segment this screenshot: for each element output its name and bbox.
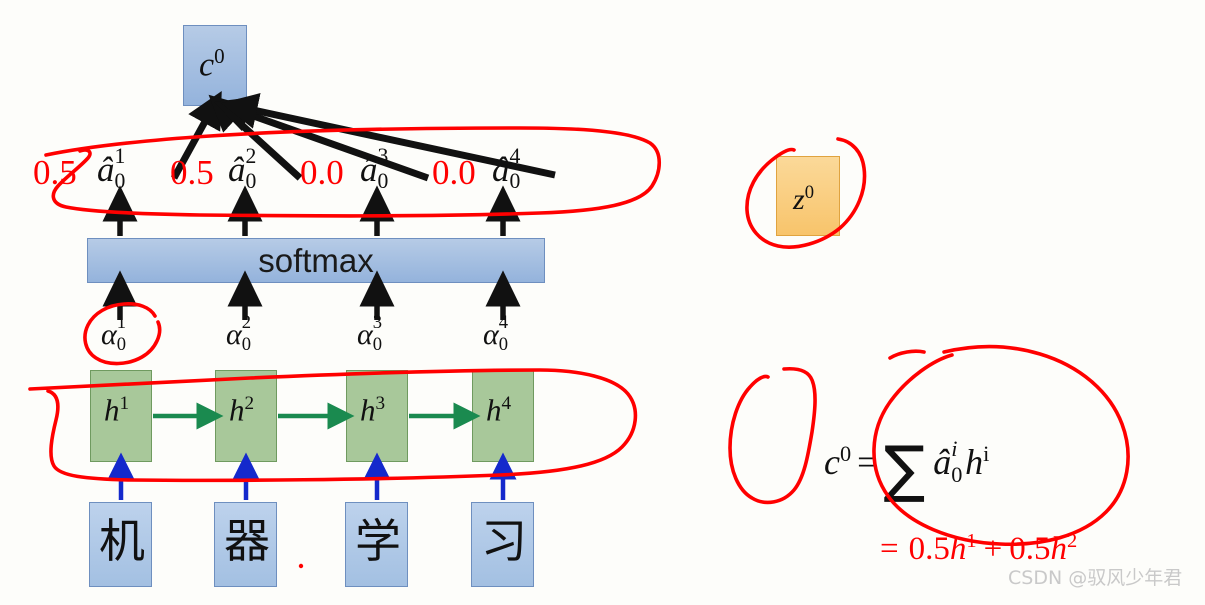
result-coef-1: 0.5 bbox=[908, 531, 950, 567]
result-h-2: h bbox=[1050, 531, 1067, 567]
equation-equals: = bbox=[857, 442, 878, 482]
equation-lhs-symbol: c bbox=[824, 442, 840, 482]
input-char-3: 学 bbox=[355, 514, 401, 568]
hidden-state-2-base: h bbox=[229, 392, 245, 428]
equation-term-symbol: â bbox=[933, 442, 952, 482]
hidden-state-4-base: h bbox=[486, 392, 502, 428]
decoder-state-sup: 0 bbox=[804, 182, 814, 203]
hidden-state-label-4: h4 bbox=[486, 394, 511, 425]
hidden-state-label-3: h3 bbox=[360, 394, 385, 425]
hidden-state-1-sup: 1 bbox=[119, 393, 130, 414]
decoder-state-symbol: z bbox=[793, 183, 805, 216]
hidden-state-3-base: h bbox=[360, 392, 376, 428]
equation-term-h: h bbox=[965, 442, 984, 482]
attn-value-2: 0.5 bbox=[170, 153, 214, 192]
csdn-watermark: CSDN @驭风少年君 bbox=[1008, 567, 1183, 589]
attn-value-4: 0.0 bbox=[432, 153, 476, 192]
hidden-state-2-sup: 2 bbox=[244, 393, 255, 414]
attn-symbol-3-base: â bbox=[360, 150, 378, 189]
attn-value-3: 0.0 bbox=[300, 153, 344, 192]
result-equals: = bbox=[880, 531, 899, 567]
summation-sigma: ∑ bbox=[883, 432, 926, 505]
attn-value-1: 0.5 bbox=[33, 153, 77, 192]
attn-symbol-1-base: â bbox=[97, 150, 115, 189]
hidden-state-label-1: h1 bbox=[104, 394, 129, 425]
context-vector-symbol: c bbox=[199, 46, 215, 84]
result-h-2-sup: 2 bbox=[1066, 530, 1078, 552]
hidden-state-3-sup: 3 bbox=[375, 393, 386, 414]
softmax-label: softmax bbox=[258, 241, 374, 279]
input-char-1: 机 bbox=[99, 514, 145, 568]
input-box-3 bbox=[345, 502, 408, 587]
raw-score-4-base: α bbox=[483, 318, 499, 351]
raw-score-2-base: α bbox=[226, 318, 242, 351]
result-h-1: h bbox=[949, 531, 967, 567]
context-vector-label: c0 bbox=[199, 44, 225, 84]
equation-result-line: =0.5h1+0.5h2 bbox=[880, 531, 1077, 566]
input-char-2: 器 bbox=[224, 514, 270, 568]
input-box-2 bbox=[214, 502, 277, 587]
result-coef-2: 0.5 bbox=[1009, 531, 1051, 567]
input-char-4: 习 bbox=[481, 514, 527, 568]
hidden-state-label-2: h2 bbox=[229, 394, 254, 425]
raw-score-3-base: α bbox=[357, 318, 373, 351]
raw-score-1-base: α bbox=[101, 318, 117, 351]
attn-symbol-4-base: â bbox=[492, 150, 510, 189]
input-box-1 bbox=[89, 502, 152, 587]
equation-lhs-sup: 0 bbox=[839, 441, 852, 466]
hidden-state-4-sup: 4 bbox=[501, 393, 512, 414]
context-vector-sup: 0 bbox=[214, 44, 225, 68]
softmax-bar: softmax bbox=[87, 238, 545, 283]
hidden-state-1-base: h bbox=[104, 392, 120, 428]
attn-symbol-2-base: â bbox=[228, 150, 246, 189]
equation-term-h-sup: i bbox=[983, 441, 990, 466]
input-box-4 bbox=[471, 502, 534, 587]
result-plus: + bbox=[983, 531, 1003, 567]
decoder-state-label: z0 bbox=[793, 182, 814, 216]
result-h-1-sup: 1 bbox=[966, 530, 977, 552]
